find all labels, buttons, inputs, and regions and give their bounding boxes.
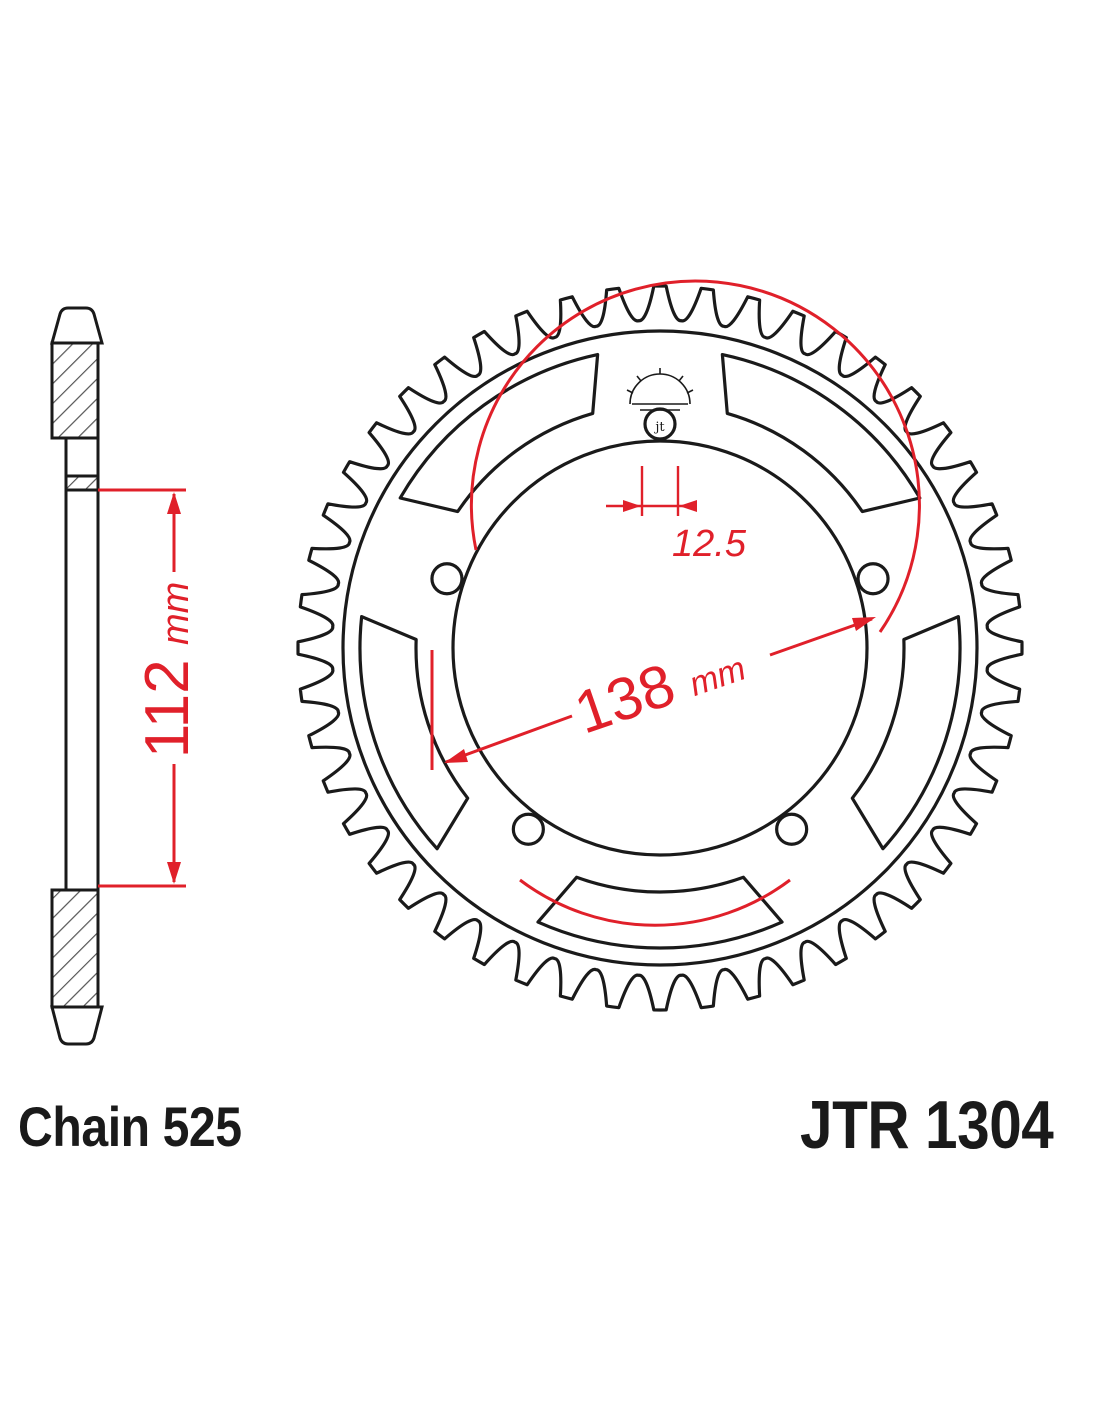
bolt-hole-value: 12.5 (672, 523, 747, 565)
width-value: 112 (133, 659, 202, 758)
part-number-label: JTR 1304 (800, 1087, 1054, 1163)
lightening-windows (358, 352, 962, 950)
bolt-hole (511, 812, 545, 846)
svg-text:112 mm: 112 mm (133, 582, 202, 759)
pcd-arc (469, 279, 921, 633)
profile-hub-top-band (64, 436, 100, 478)
chain-size-label: Chain 525 (18, 1095, 242, 1158)
pcd-arrow-right (852, 617, 876, 631)
sprocket-teeth-outline (296, 284, 1024, 1012)
profile-hub-top-hatch (64, 474, 100, 492)
lightening-window (536, 875, 784, 950)
bolt-holes (430, 407, 890, 846)
profile-top-web (50, 341, 100, 440)
bolt-hole (643, 407, 677, 441)
root-circle (341, 329, 979, 967)
sprocket-side-profile (50, 306, 104, 1046)
bolt-hole-dimension (606, 466, 697, 516)
jt-logo-icon: jt (626, 368, 694, 435)
pcd-dimension-line-left (445, 714, 573, 764)
hole-arrow-right (679, 500, 697, 512)
pcd-arc-bottom (519, 878, 791, 927)
width-dimension (98, 488, 186, 888)
hole-arrow-left (623, 500, 641, 512)
pcd-arrow-left (444, 749, 468, 763)
width-unit: mm (155, 582, 197, 645)
bolt-hole (775, 812, 809, 846)
profile-bottom-tooth (50, 1005, 104, 1046)
width-arrow-top (167, 492, 181, 514)
width-dimension-label: 112 mm (133, 582, 202, 759)
lightening-window (398, 352, 600, 514)
sprocket-front-view (296, 284, 1024, 1012)
lightening-window (358, 615, 470, 851)
lightening-window (850, 615, 962, 851)
bolt-hole (430, 562, 464, 596)
profile-top-tooth (50, 306, 104, 345)
pcd-value: 138 (567, 651, 683, 747)
pcd-dimension-label: 138 mm (567, 627, 753, 747)
bolt-hole (856, 562, 890, 596)
profile-bottom-web (50, 888, 100, 1009)
svg-text:jt: jt (653, 420, 665, 435)
width-arrow-bottom (167, 862, 181, 884)
pcd-dimension (430, 279, 921, 927)
pcd-unit: mm (685, 649, 751, 703)
lightening-window (720, 352, 922, 514)
center-bore (451, 439, 869, 857)
svg-text:138 mm: 138 mm (567, 627, 753, 747)
profile-hub-body (64, 488, 100, 892)
